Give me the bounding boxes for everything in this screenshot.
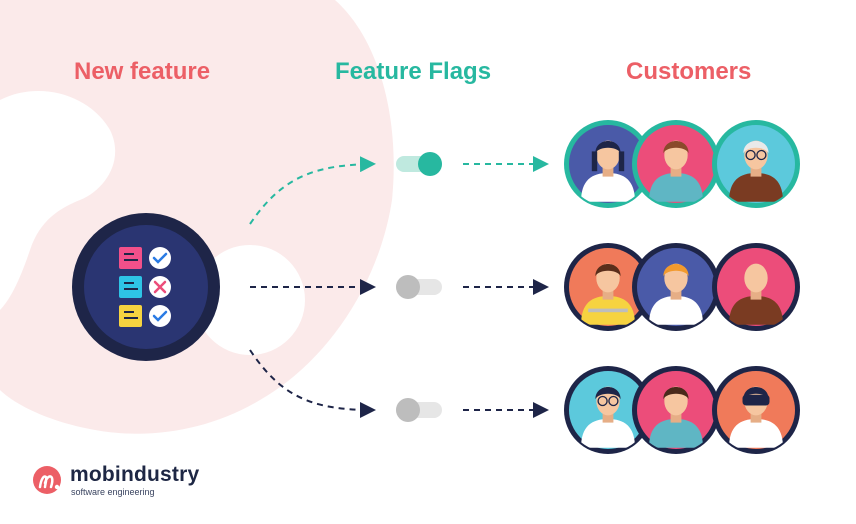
checklist-item xyxy=(119,305,171,327)
logo-tagline: software engineering xyxy=(71,487,155,497)
customer-avatar xyxy=(632,243,720,331)
arrow-feature-to-flag-1 xyxy=(249,156,376,225)
feature-checklist-icon xyxy=(72,213,220,361)
customer-avatar xyxy=(712,366,800,454)
customer-avatar xyxy=(712,120,800,208)
arrow-feature-to-flag-3 xyxy=(249,349,376,418)
connector-arrows xyxy=(249,156,549,418)
feature-flag-toggle[interactable] xyxy=(396,152,442,176)
sticky-note-icon xyxy=(119,276,142,298)
feature-flags-heading: Feature Flags xyxy=(335,58,492,85)
checklist-item xyxy=(119,276,171,298)
customer-avatar xyxy=(632,366,720,454)
sticky-note-icon xyxy=(119,305,142,327)
customer-avatar xyxy=(712,243,800,331)
checklist-item xyxy=(119,247,171,269)
logo-mark-icon xyxy=(33,466,61,494)
customer-avatar xyxy=(564,366,652,454)
feature-flag-toggle[interactable] xyxy=(396,275,442,299)
customer-avatar xyxy=(564,120,652,208)
customer-avatar xyxy=(632,120,720,208)
customer-avatar xyxy=(564,243,652,331)
check-icon xyxy=(149,305,171,327)
feature-flag-toggle[interactable] xyxy=(396,398,442,422)
new-feature-heading: New feature xyxy=(74,58,211,85)
check-icon xyxy=(149,247,171,269)
sticky-note-icon xyxy=(119,247,142,269)
customers-heading: Customers xyxy=(626,58,752,85)
logo-name: mobindustry xyxy=(70,463,200,486)
